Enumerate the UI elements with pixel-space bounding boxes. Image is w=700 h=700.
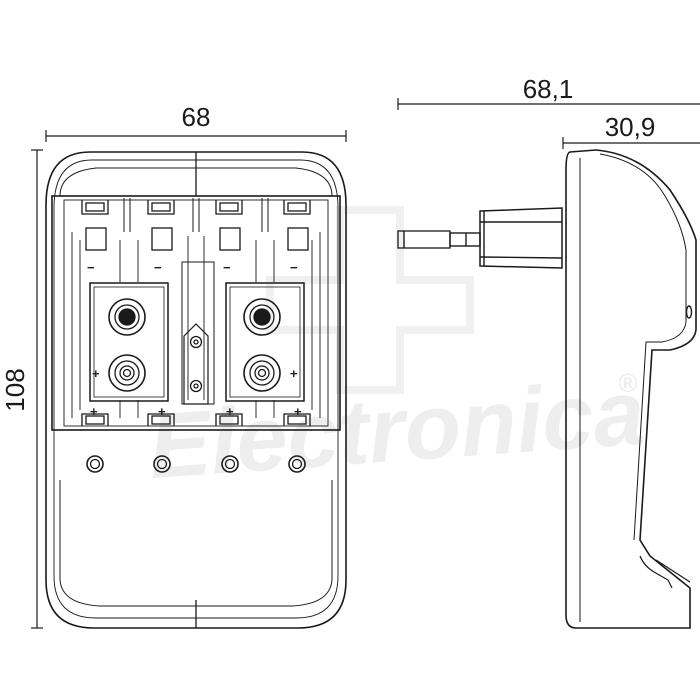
- polarity-minus-1: −: [87, 260, 95, 275]
- side-screw-hole: [685, 305, 693, 319]
- side-bottom-latch: [639, 555, 691, 589]
- battery-bay-inner: [63, 199, 329, 427]
- center-contact-strip: [181, 261, 215, 405]
- polarity-plus-1: +: [90, 404, 98, 419]
- watermark-plus-shape: [266, 206, 474, 394]
- front-cap-curve: [59, 167, 333, 197]
- polarity-plus-right: +: [290, 366, 298, 381]
- polarity-minus-4: −: [290, 260, 298, 275]
- polarity-labels: − − − − + + + + + +: [87, 260, 302, 419]
- led-indicator-1: [86, 455, 104, 473]
- side-view: [397, 149, 697, 629]
- channel-rails: [71, 232, 321, 418]
- polarity-minus-3: −: [223, 260, 231, 275]
- front-housing-outline: [45, 151, 347, 629]
- slot-dividers: [123, 198, 269, 232]
- top-contacts: [81, 200, 311, 215]
- dimension-label-front-height: 108: [0, 368, 30, 411]
- front-housing-inner-outline: [53, 159, 339, 619]
- nine-volt-cell-right: [225, 282, 305, 402]
- watermark-registered-mark: ®: [618, 368, 638, 398]
- dimension-side-total: [397, 98, 700, 110]
- polarity-plus-4: +: [294, 404, 302, 419]
- plug-pin: [397, 230, 481, 249]
- dimension-label-front-width: 68: [182, 102, 211, 132]
- polarity-plus-3: +: [226, 404, 234, 419]
- dimension-side-body: [562, 137, 700, 149]
- spring-tabs: [85, 227, 309, 251]
- led-indicator-2: [153, 455, 171, 473]
- nine-volt-cell-left: [89, 282, 169, 402]
- led-indicators: [86, 455, 306, 473]
- watermark: Electronica ®: [146, 206, 648, 498]
- side-body-front-contour: [599, 153, 687, 541]
- dimension-front-height: [31, 149, 43, 629]
- dimension-label-side-total: 68,1: [523, 74, 574, 104]
- front-lower-curve: [59, 480, 333, 607]
- polarity-plus-2: +: [158, 404, 166, 419]
- front-view: [45, 151, 347, 629]
- battery-bay: [51, 195, 341, 431]
- dimension-front-width: [45, 130, 347, 142]
- plug-housing: [479, 207, 563, 269]
- dimension-label-side-body: 30,9: [605, 112, 656, 142]
- led-indicator-4: [288, 455, 306, 473]
- terminals: [108, 298, 281, 392]
- polarity-minus-2: −: [154, 260, 162, 275]
- bottom-contacts: [81, 413, 311, 426]
- side-body-outline: [565, 149, 697, 629]
- polarity-plus-left: +: [92, 366, 100, 381]
- led-indicator-3: [221, 455, 239, 473]
